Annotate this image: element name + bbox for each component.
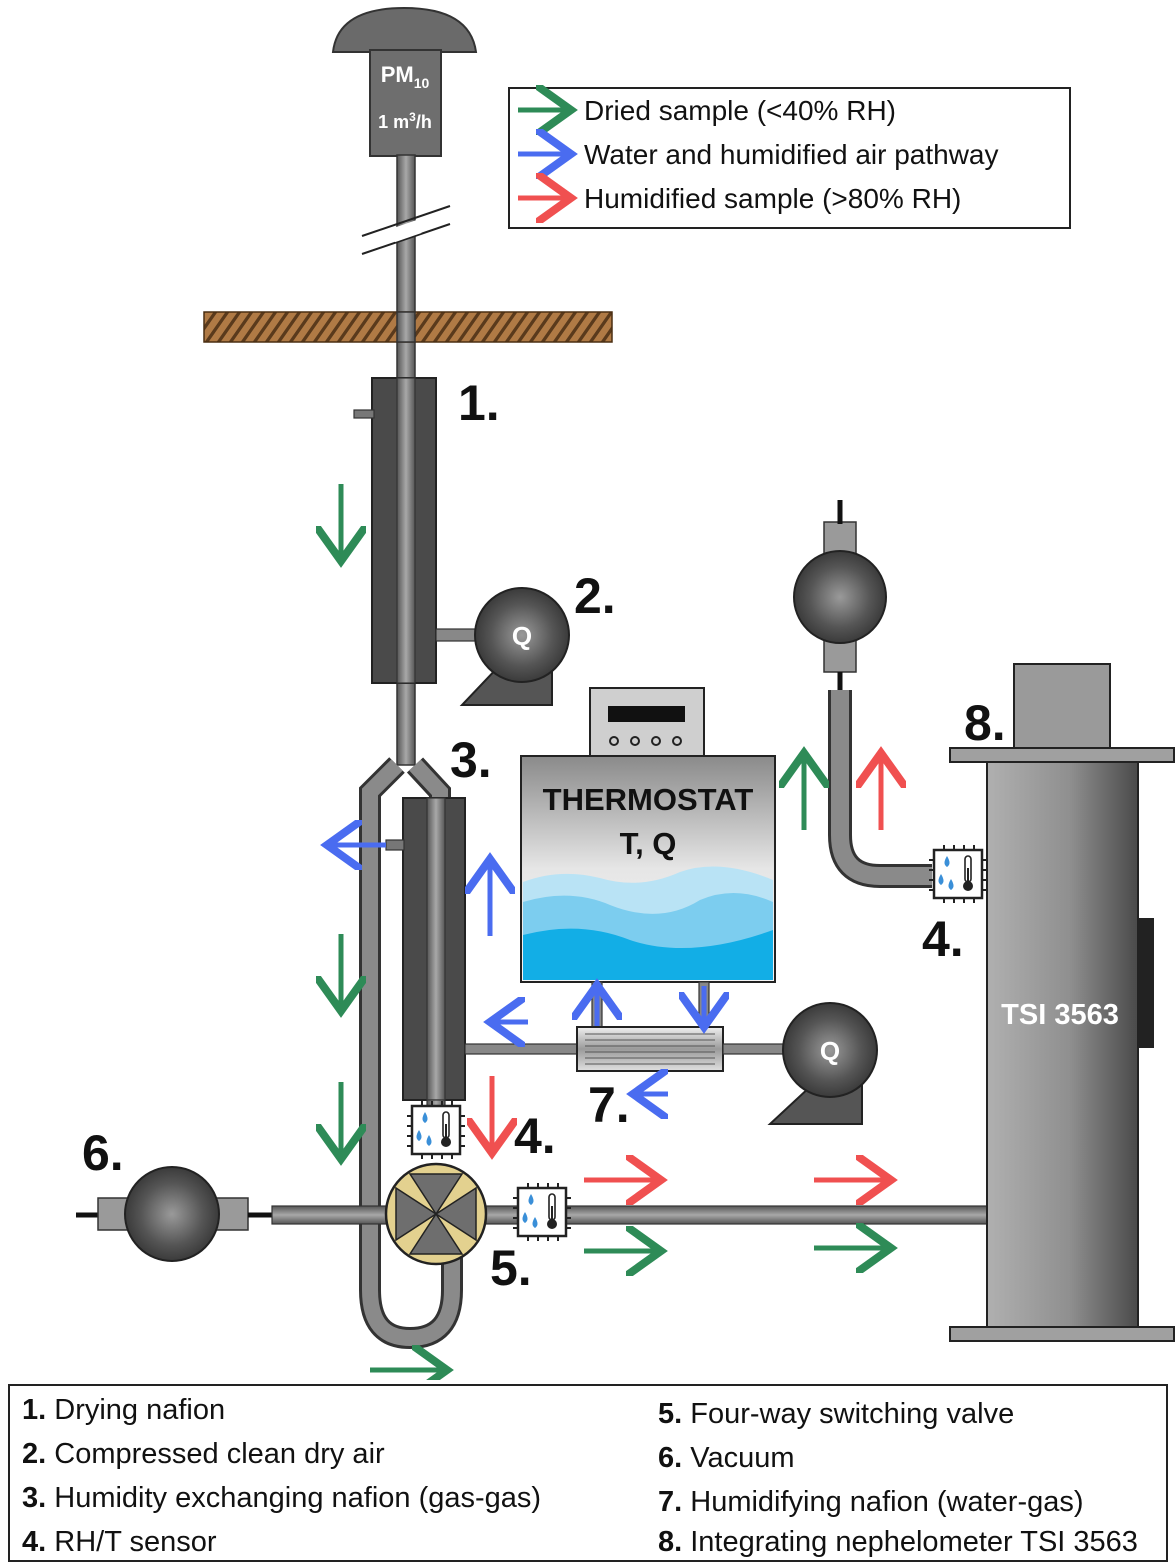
vacuum-line	[271, 1205, 389, 1225]
key-item-4: 4. RH/T sensor	[22, 1526, 217, 1558]
pump-2	[474, 587, 570, 683]
flow-arrows	[332, 484, 886, 1370]
label-1: 1.	[458, 375, 500, 431]
rh-t-sensor-1	[405, 1099, 467, 1161]
label-5: 5.	[490, 1240, 532, 1296]
exhaust-pump	[793, 550, 887, 644]
inlet-cap	[331, 6, 478, 53]
pm10-inlet-head	[369, 49, 442, 157]
label-2: 2.	[574, 568, 616, 624]
rh-t-sensor-2	[511, 1181, 573, 1243]
legend-item-humid: Humidified sample (>80% RH)	[584, 183, 961, 214]
rh-t-sensor-3	[927, 843, 989, 905]
key-item-8: 8. Integrating nephelometer TSI 3563	[658, 1526, 1138, 1558]
legend: Dried sample (<40% RH) Water and humidif…	[508, 87, 1071, 229]
legend-item-water: Water and humidified air pathway	[584, 139, 999, 170]
label-3: 3.	[450, 732, 492, 788]
pump-2-label: Q	[512, 621, 532, 651]
bypass-loop-tube	[362, 759, 460, 1347]
label-8: 8.	[964, 695, 1006, 751]
thermostat-title: THERMOSTAT	[543, 782, 754, 817]
label-4-upper: 4.	[922, 911, 964, 967]
key-item-6: 6. Vacuum	[658, 1442, 795, 1474]
air-line	[435, 628, 481, 642]
humidifier-pump	[782, 1002, 878, 1098]
vacuum-pump	[124, 1166, 220, 1262]
exhaust-tube	[831, 690, 932, 885]
label-7: 7.	[588, 1077, 630, 1133]
legend-box	[508, 87, 1071, 229]
key-item-5: 5. Four-way switching valve	[658, 1398, 1015, 1430]
label-4-lower: 4.	[514, 1108, 556, 1164]
label-6: 6.	[82, 1125, 124, 1181]
thermostat-display	[608, 706, 685, 722]
integrating-nephelometer	[986, 761, 1139, 1329]
legend-item-dried: Dried sample (<40% RH)	[584, 95, 896, 126]
key-item-7: 7. Humidifying nafion (water-gas)	[658, 1486, 1084, 1518]
thermostat-water	[523, 928, 773, 980]
key-item-2: 2. Compressed clean dry air	[22, 1438, 385, 1470]
component-key: 1. Drying nafion 2. Compressed clean dry…	[8, 1384, 1168, 1562]
tube-break-mark	[361, 205, 451, 255]
inlet-size-label: PM10	[381, 62, 430, 91]
pump-7-label: Q	[820, 1036, 840, 1066]
thermostat-subtitle: T, Q	[620, 826, 677, 861]
key-item-1: 1. Drying nafion	[22, 1394, 226, 1426]
inlet-flow-label: 1 m3/h	[378, 110, 432, 132]
drying-nafion-port	[353, 409, 375, 419]
humidified-nephelometer-setup-diagram: PM10 1 m3/h 1. Q 2. 3. THERMOSTAT T, Q	[76, 6, 1175, 1380]
nephelometer-label: TSI 3563	[1001, 999, 1119, 1031]
key-item-3: 3. Humidity exchanging nafion (gas-gas)	[22, 1482, 542, 1514]
